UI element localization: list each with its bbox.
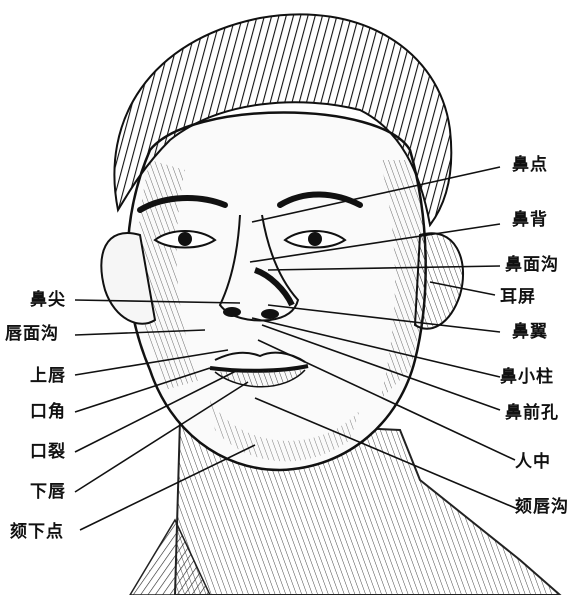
label-ke-xia-dian: 颏下点	[10, 522, 64, 542]
label-ren-zhong: 人中	[515, 452, 551, 472]
label-er-ping: 耳屏	[500, 287, 536, 307]
label-xia-chun: 下唇	[30, 482, 66, 502]
label-bi-dian: 鼻点	[512, 155, 548, 175]
label-bi-qian-kong: 鼻前孔	[505, 403, 559, 423]
label-bi-jian: 鼻尖	[30, 290, 66, 310]
label-bi-yi: 鼻翼	[512, 322, 548, 342]
label-ke-chun-gou: 颏唇沟	[515, 497, 569, 517]
label-chun-mian-gou: 唇面沟	[5, 324, 59, 344]
label-bi-bei: 鼻背	[512, 210, 548, 230]
label-kou-lie: 口裂	[30, 442, 66, 462]
label-bi-xiao-zhu: 鼻小柱	[500, 367, 554, 387]
label-shang-chun: 上唇	[30, 366, 66, 386]
label-kou-jiao: 口角	[30, 402, 66, 422]
label-bi-mian-gou: 鼻面沟	[505, 255, 559, 275]
right-ear	[415, 233, 463, 328]
